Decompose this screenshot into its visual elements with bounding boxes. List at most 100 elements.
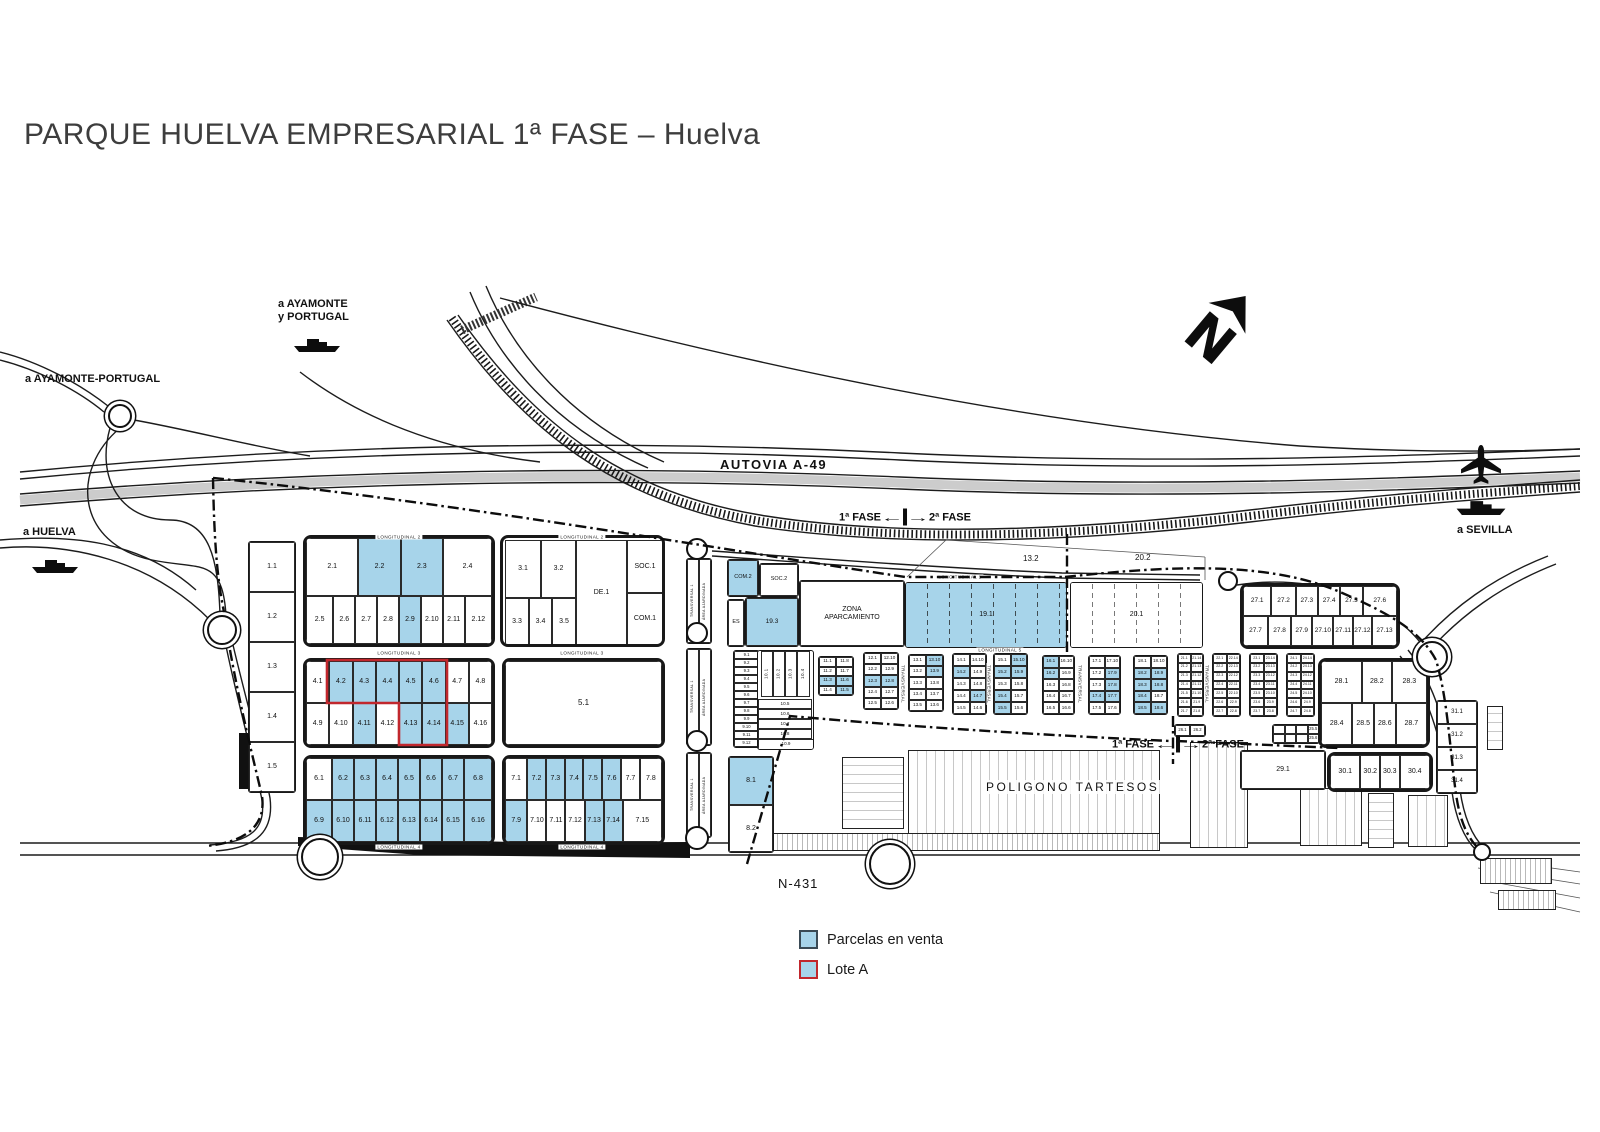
parcel-29.1: 29.1 (1241, 751, 1325, 789)
parcel-18.3: 18.3 (1134, 679, 1151, 691)
parcel-14.1: 14.1 (953, 654, 970, 666)
parcel-7.9: 7.9 (505, 800, 528, 842)
parcel-4.5: 4.5 (399, 661, 423, 703)
ship-icon (30, 558, 80, 579)
parcel-30.4: 30.4 (1399, 755, 1430, 789)
parcel-24.1: 24.1 (1287, 654, 1301, 663)
parcel-12.3: 12.3 (864, 675, 881, 687)
parcel-24.11: 24.11 (1300, 680, 1314, 690)
parcel-15.2: 15.2 (994, 666, 1011, 678)
parcel-27.11: 27.11 (1333, 616, 1353, 646)
parcel-30.2: 30.2 (1360, 755, 1380, 789)
parcel-27.5: 27.5 (1340, 586, 1363, 616)
parcel-7.15: 7.15 (622, 800, 662, 842)
parcel-22.4: 22.4 (1213, 680, 1227, 690)
parcel-24.12: 24.12 (1300, 671, 1314, 681)
parcel-2.12: 2.12 (464, 595, 492, 644)
parcel-8.2: 8.2 (729, 804, 773, 852)
parcel-17.6: 17.6 (1104, 702, 1120, 714)
fase-1-label: 1ª FASE (1112, 738, 1154, 750)
parcel-16.4: 16.4 (1043, 690, 1059, 703)
block-soc2: SOC.2 (759, 563, 799, 597)
parcel-ÁREA-AJARDINADA: ÁREA AJARDINADA (699, 753, 711, 837)
parcel-13.8: 13.8 (926, 677, 943, 689)
parcel-COM.1: COM.1 (627, 593, 662, 644)
parcel-11.6: 11.6 (836, 676, 853, 686)
parcel-17.5: 17.5 (1089, 702, 1105, 714)
parcel-27.3: 27.3 (1295, 586, 1318, 616)
parcel-27.12: 27.12 (1352, 616, 1372, 646)
parcel-27.13: 27.13 (1371, 616, 1397, 646)
parcel-24.13: 24.13 (1300, 662, 1314, 672)
parcel-23.1: 23.1 (1250, 654, 1264, 663)
parcel-16.10: 16.10 (1058, 656, 1074, 668)
parcel-10.6: 10.6 (758, 709, 812, 719)
parcel-28.2: 28.2 (1361, 661, 1392, 703)
roundabout (686, 538, 708, 560)
parcel-17.3: 17.3 (1089, 679, 1105, 691)
parcel-22.3: 22.3 (1213, 671, 1227, 681)
parcel-2.4: 2.4 (442, 538, 492, 596)
legend-venta-swatch (799, 930, 818, 949)
parcel-14.10: 14.10 (969, 654, 986, 666)
street-label: LONGITUDINAL 2 (375, 534, 423, 540)
parcel-13.9: 13.9 (926, 666, 943, 678)
parcel-6.5: 6.5 (398, 758, 420, 800)
parcel-31.4: 31.4 (1437, 770, 1477, 793)
building-cluster (1368, 793, 1394, 848)
block-com2: COM.2 (727, 559, 759, 597)
parcel-14.6: 14.6 (969, 702, 986, 714)
parcel-7.10: 7.10 (527, 800, 547, 842)
parcel-7.7: 7.7 (621, 758, 640, 800)
parcel-24.5: 24.5 (1287, 689, 1301, 699)
parcel-DE.1: DE.1 (576, 540, 627, 644)
fase-marker: 1ª FASE←→2ª FASE (1112, 735, 1244, 753)
parcel-SOC.2: SOC.2 (760, 564, 798, 596)
roundabout (1473, 843, 1491, 861)
parcel-14.7: 14.7 (969, 690, 986, 702)
parcel-6.7: 6.7 (442, 758, 464, 800)
parcel-11.2: 11.2 (819, 666, 836, 676)
parcel-17.9: 17.9 (1104, 667, 1120, 680)
fase-1-label: 1ª FASE (839, 511, 881, 523)
parcel-11.3: 11.3 (819, 676, 836, 686)
parcel-cell (1296, 725, 1308, 734)
parcel-15.4: 15.4 (994, 690, 1011, 702)
parcel-22.8: 22.8 (1226, 707, 1240, 716)
parcel-27.4: 27.4 (1317, 586, 1341, 616)
parcel-TRANSVERSAL-1: TRANSVERSAL 1 (687, 753, 699, 837)
map-label: POLIGONO TARTESOS (983, 780, 1163, 795)
roundabout (869, 843, 911, 885)
parcel-10.7: 10.7 (758, 719, 812, 729)
parcel-9.3: 9.3 (734, 667, 759, 675)
parcel-6.13: 6.13 (398, 800, 420, 842)
fase-2-label: 2ª FASE (929, 511, 971, 523)
parcel-4.12: 4.12 (375, 703, 399, 745)
arrow-right-icon: → (1179, 737, 1203, 751)
parcel-3.2: 3.2 (541, 540, 576, 598)
parcel-13.4: 13.4 (909, 688, 926, 700)
parcel-27.6: 27.6 (1362, 586, 1397, 616)
roundabout (207, 615, 237, 645)
parcel-23.4: 23.4 (1250, 680, 1264, 690)
parcel-23.5: 23.5 (1250, 689, 1264, 699)
parcel-27.2: 27.2 (1271, 586, 1296, 616)
parcel-13.2: 13.2 (909, 666, 926, 678)
parcel-cell (1273, 734, 1285, 743)
compass-north-icon: N (1172, 286, 1264, 377)
legend-venta-label: Parcelas en venta (827, 931, 944, 948)
parcel-28.1: 28.1 (1321, 661, 1362, 703)
parcel-16.5: 16.5 (1043, 702, 1059, 714)
parcel-21.7: 21.7 (1178, 707, 1191, 716)
parcel-14.8: 14.8 (969, 678, 986, 690)
parcel-1.2: 1.2 (249, 592, 295, 642)
parcel-21.3: 21.3 (1178, 671, 1191, 681)
